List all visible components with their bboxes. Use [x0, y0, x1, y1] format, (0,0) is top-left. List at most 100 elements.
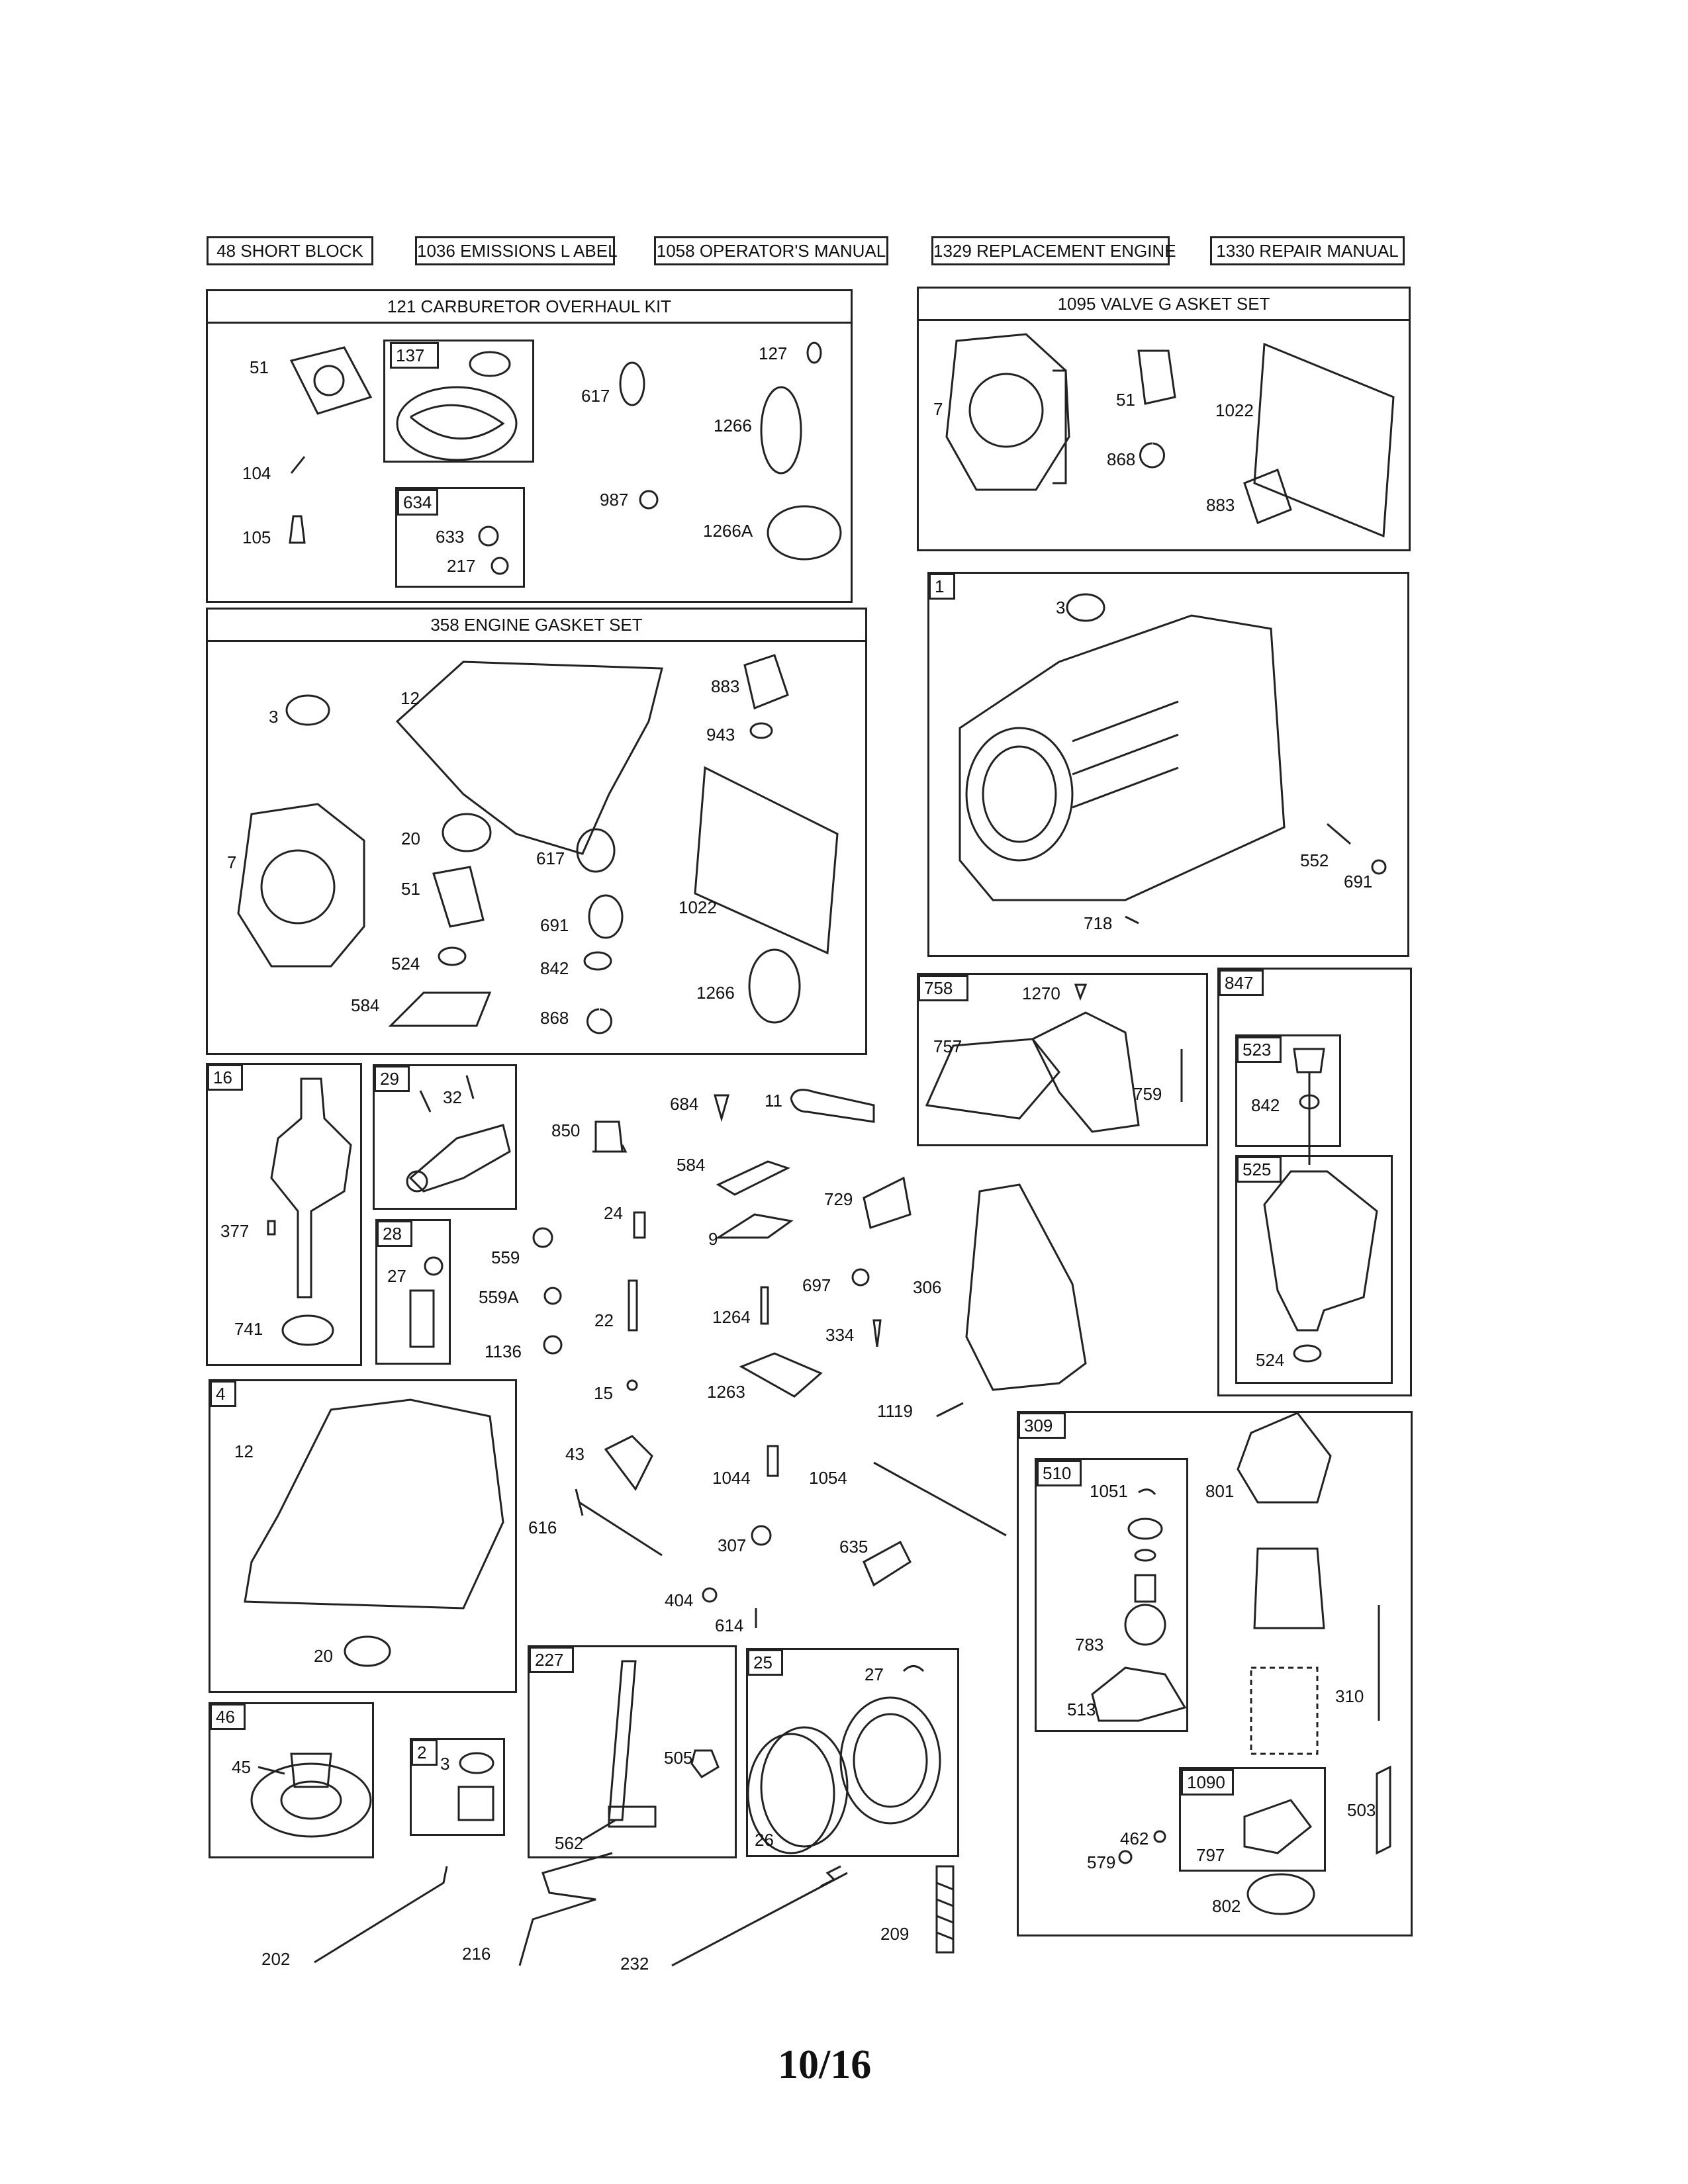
- plate-802-shape: [1246, 1873, 1315, 1915]
- part-label-45: 45: [232, 1757, 251, 1777]
- box-16: [206, 1063, 362, 1366]
- gasket-51-shape: [289, 346, 373, 415]
- part-label-24: 24: [604, 1203, 623, 1223]
- part-label-51: 51: [250, 357, 269, 377]
- crankshaft-16-shape: [270, 1077, 352, 1298]
- part-label-43: 43: [565, 1444, 585, 1464]
- kit-operators-manual: 1058 OPERATOR'S MANUAL: [654, 236, 888, 265]
- part-label-513: 513: [1067, 1700, 1096, 1719]
- governor-43-shape: [604, 1435, 653, 1491]
- part-label-729: 729: [824, 1189, 853, 1209]
- part-label-1022: 1022: [1215, 400, 1254, 420]
- part-label-3: 3: [440, 1754, 450, 1774]
- part-label-202: 202: [261, 1949, 291, 1969]
- part-label-27: 27: [865, 1664, 884, 1684]
- screw-334-shape: [872, 1319, 882, 1347]
- part-label-127: 127: [759, 343, 788, 363]
- bracket-729-shape: [863, 1176, 912, 1229]
- box-2: [410, 1738, 505, 1836]
- tie-1054-shape: [873, 1461, 1007, 1537]
- engine-gasket-set-box: 358 ENGINE GASKET SET: [206, 608, 867, 1055]
- seal-868b-shape: [586, 1008, 612, 1034]
- box-847: [1217, 968, 1412, 1396]
- part-label-802: 802: [1212, 1896, 1241, 1916]
- connecting-rod-29-shape: [408, 1124, 511, 1193]
- part-label-1119: 1119: [877, 1401, 913, 1421]
- part-label-691: 691: [1344, 872, 1373, 891]
- part-label-232: 232: [620, 1954, 649, 1974]
- part-label-12: 12: [234, 1441, 254, 1461]
- part-label-51: 51: [401, 879, 420, 899]
- kit-repair-manual: 1330 REPAIR MANUAL: [1210, 236, 1405, 265]
- screw-307-shape: [751, 1525, 772, 1546]
- part-label-868: 868: [1107, 449, 1136, 469]
- tag-1: 1: [929, 573, 955, 600]
- part-label-552: 552: [1300, 850, 1329, 870]
- part-label-105: 105: [242, 527, 271, 547]
- box-28: [375, 1219, 451, 1365]
- part-label-759: 759: [1133, 1084, 1162, 1104]
- box-510: [1035, 1458, 1188, 1732]
- oring-1266A-shape: [767, 505, 842, 561]
- seal-20a-shape: [442, 813, 492, 852]
- part-label-307: 307: [718, 1535, 747, 1555]
- part-label-1263: 1263: [707, 1382, 745, 1402]
- tag-847: 847: [1219, 970, 1264, 996]
- box-25: [746, 1648, 959, 1857]
- seal-633-shape: [478, 525, 499, 547]
- oring-1266-shape: [760, 386, 802, 475]
- seal-691b-shape: [588, 894, 624, 939]
- part-label-684: 684: [670, 1094, 699, 1114]
- oring-524b-shape: [1293, 1344, 1322, 1363]
- link-216-shape: [518, 1852, 613, 1966]
- starter-bracket-801-shape: [1237, 1412, 1332, 1504]
- part-label-20: 20: [401, 829, 420, 848]
- part-label-1136: 1136: [485, 1342, 522, 1361]
- box-634: [395, 487, 525, 588]
- box-1090: [1179, 1767, 1326, 1872]
- oring-1266b-shape: [748, 948, 801, 1024]
- part-label-883: 883: [1206, 495, 1235, 515]
- gasket-584a-shape: [388, 991, 492, 1027]
- part-label-1266: 1266: [714, 416, 752, 435]
- shroud-306-shape: [965, 1183, 1087, 1391]
- oring-127-shape: [806, 341, 822, 364]
- bracket-503-shape: [1376, 1765, 1391, 1855]
- crankcase-gasket-12-shape: [395, 660, 663, 855]
- part-label-1051: 1051: [1090, 1481, 1128, 1501]
- cam-gear-46-shape: [250, 1762, 372, 1838]
- part-label-987: 987: [600, 490, 629, 510]
- part-label-697: 697: [802, 1275, 831, 1295]
- part-label-15: 15: [594, 1383, 613, 1403]
- part-label-216: 216: [462, 1944, 491, 1964]
- part-label-1264: 1264: [712, 1307, 751, 1327]
- part-label-691: 691: [540, 915, 569, 935]
- pin-691a-shape: [1371, 859, 1387, 875]
- screw-1136-shape: [543, 1335, 563, 1355]
- washer-404-shape: [702, 1587, 718, 1603]
- key-377-shape: [267, 1220, 276, 1236]
- part-label-741: 741: [234, 1319, 263, 1339]
- part-label-7: 7: [227, 852, 237, 872]
- tag-16: 16: [207, 1064, 243, 1091]
- screw-1119-shape: [936, 1402, 964, 1418]
- screw-559-shape: [532, 1227, 553, 1248]
- part-label-22: 22: [594, 1310, 614, 1330]
- gasket-584b-shape: [716, 1160, 790, 1196]
- cap-635-shape: [863, 1540, 912, 1587]
- valve-gasket-set-title: 1095 VALVE G ASKET SET: [919, 289, 1409, 321]
- box-1: [927, 572, 1409, 957]
- seal-20b-shape: [344, 1635, 391, 1667]
- part-label-633: 633: [436, 527, 465, 547]
- box-46: [209, 1702, 374, 1858]
- part-label-783: 783: [1075, 1635, 1104, 1655]
- cover-gasket-1022-shape: [1253, 342, 1395, 538]
- clip-27b-shape: [902, 1665, 925, 1672]
- part-label-1044: 1044: [712, 1468, 751, 1488]
- spring-209-shape: [935, 1865, 955, 1954]
- carburetor-overhaul-kit-title: 121 CARBURETOR OVERHAUL KIT: [208, 291, 851, 324]
- governor-lever-227-shape: [608, 1660, 637, 1821]
- tag-137: 137: [390, 342, 439, 369]
- gasket-137-shape: [396, 386, 518, 461]
- part-label-584: 584: [351, 995, 380, 1015]
